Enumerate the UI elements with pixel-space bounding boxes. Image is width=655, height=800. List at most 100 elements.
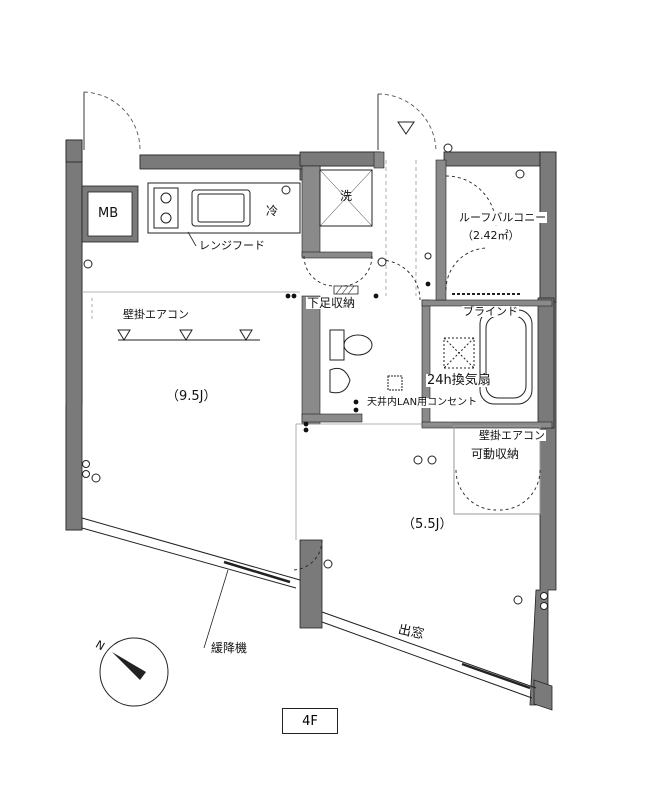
switch-icon [303, 421, 309, 427]
stove-burner-1 [160, 192, 172, 204]
compass-circle [99, 637, 169, 707]
room2-window-line [321, 611, 537, 689]
light-icon [413, 455, 423, 465]
toilet-tank [329, 329, 345, 361]
shoe-hatch-l1 [335, 285, 343, 295]
bay-window-seg-2 [461, 662, 531, 690]
light-icon [427, 455, 437, 465]
light-icon [513, 595, 523, 605]
living-window-line-2 [81, 527, 297, 589]
escape-leader [203, 569, 229, 649]
washer-pan [319, 169, 373, 227]
compass-needle-icon [112, 652, 146, 680]
fixtures [82, 143, 548, 610]
light-icon [515, 169, 525, 179]
washer-pan-diag-2 [319, 169, 373, 227]
shoe-hatch-l3 [347, 285, 355, 295]
wall-washroom-left [301, 295, 321, 425]
room2-window-line-2 [321, 621, 533, 699]
range-hood-label: レンジフード [198, 239, 266, 252]
switch-icon [373, 293, 379, 299]
switch-icon [353, 407, 359, 413]
wall-right-upper [539, 151, 557, 303]
mb-inner [87, 191, 133, 237]
light-icon [91, 473, 101, 483]
wall-ac-label-living: 壁掛エアコン [122, 308, 190, 321]
roof-balcony-area-label: （2.42㎡） [462, 229, 520, 242]
vent-fan-label: 24h換気扇 [426, 373, 492, 388]
switch-icon [425, 281, 431, 287]
kitchen-sink-inner [197, 193, 245, 223]
roof-balcony-label: ルーフバルコニー [458, 211, 548, 224]
outlet-icon [540, 602, 548, 610]
shoe-storage-hatch [333, 285, 359, 295]
light-icon [281, 185, 291, 195]
outlet-icon [540, 592, 548, 600]
wall-balcony-top [443, 151, 555, 167]
entrance-marker-icon [397, 121, 415, 135]
stove-burner-2 [160, 212, 172, 224]
washer-label: 洗 [340, 189, 353, 203]
wall-bottom-right [533, 679, 553, 711]
wall-ac-label-room2: 壁掛エアコン [478, 429, 546, 442]
door-storage-l [455, 469, 497, 511]
north-compass [99, 637, 169, 707]
mb-label: MB [98, 206, 119, 221]
wall-center-column [299, 539, 323, 629]
bathtub [479, 309, 533, 405]
room1-label: （9.5J） [166, 389, 217, 404]
switch-icon [291, 293, 297, 299]
door-storage-r [499, 469, 541, 511]
movable-storage-label: 可動収納 [470, 447, 521, 461]
escape-device-label: 緩降機 [210, 641, 249, 655]
outlet-icon [82, 460, 90, 468]
switch-icon [303, 427, 309, 433]
wall-balcony-left [435, 159, 447, 301]
living-window-line [81, 517, 301, 581]
bathtub-inner [485, 315, 527, 399]
door-room2-swing [291, 539, 323, 571]
switch-dots [285, 281, 431, 433]
ceiling-lan-label: 天井内LAN用コンセント [366, 397, 479, 408]
wall-left-main [65, 139, 83, 531]
outlet-icon [443, 143, 453, 153]
wall-bath-right [537, 297, 555, 429]
wall-top-left-stub [65, 139, 83, 163]
kitchen-sink [191, 189, 251, 227]
switch-icon [285, 293, 291, 299]
wall-washer-left [301, 165, 321, 257]
vent-fan-box [443, 337, 475, 369]
room2-label: （5.5J） [402, 517, 453, 532]
wall-washer-top [299, 151, 381, 167]
door-balcony-swing-2 [445, 247, 489, 291]
fridge-label: 冷 [266, 204, 279, 218]
stove [153, 187, 179, 229]
vanity-basin [329, 367, 351, 394]
door-shoe-r [341, 255, 373, 287]
wall-kitchen-top [139, 154, 321, 170]
door-hall-swing [379, 259, 421, 301]
outlet-icon [424, 252, 432, 260]
door-shoe-l [303, 255, 335, 287]
floor-label: 4F [302, 713, 318, 729]
kitchen-counter [147, 182, 301, 234]
light-icon [377, 257, 387, 267]
bay-window-seg [223, 560, 291, 584]
outline-lines [81, 160, 541, 699]
floor-indicator: 4F [282, 708, 338, 734]
living-ac-icons [117, 329, 260, 341]
shoe-hatch-l2 [341, 285, 349, 295]
range-hood-leader [187, 231, 197, 247]
ac-icon-3 [239, 329, 253, 341]
ac-icon-1 [117, 329, 131, 341]
wall-bath-bottom [421, 421, 553, 429]
ac-icon-2 [179, 329, 193, 341]
blind-label: ブラインド [462, 305, 519, 318]
switch-icon [353, 399, 359, 405]
outlet-icon [83, 259, 93, 269]
toilet-bowl [343, 334, 373, 356]
wall-washroom-bottom [301, 413, 363, 423]
vent-fan-diag-2 [443, 337, 475, 369]
wall-washer-right [373, 151, 385, 169]
